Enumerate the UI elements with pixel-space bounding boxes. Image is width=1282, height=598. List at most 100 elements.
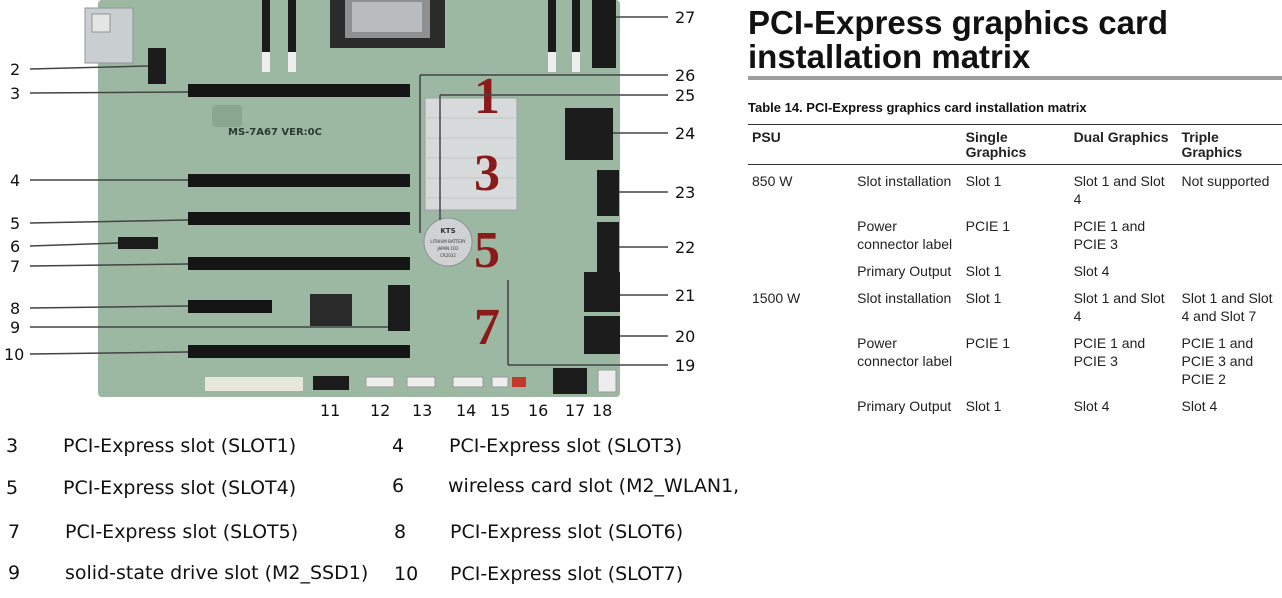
chipset-heatsink bbox=[424, 97, 518, 211]
slot-mark-7: 7 bbox=[474, 299, 500, 356]
row-label-cell: Primary Output bbox=[857, 263, 952, 279]
callout-21: 21 bbox=[675, 286, 695, 305]
callout-26: 26 bbox=[675, 66, 695, 85]
legend-text: PCI-Express slot (SLOT3) bbox=[449, 435, 683, 457]
callout-23: 23 bbox=[675, 183, 695, 202]
table-row: Primary Output Slot 1 Slot 4 Slot 4 bbox=[748, 390, 1282, 417]
single-graphics-cell: Slot 1 bbox=[965, 173, 1002, 189]
single-graphics-cell: PCIE 1 bbox=[965, 335, 1010, 351]
table-caption: Table 14. PCI-Express graphics card inst… bbox=[748, 100, 1087, 115]
column-header: Triple Graphics bbox=[1177, 124, 1282, 165]
callout-11: 11 bbox=[320, 401, 340, 420]
legend-text: PCI-Express slot (SLOT7) bbox=[450, 563, 684, 585]
legend-text: PCI-Express slot (SLOT6) bbox=[450, 521, 684, 543]
bottom-headers bbox=[205, 368, 617, 394]
dimm-slots bbox=[262, 0, 580, 72]
m2-ssd-slot bbox=[388, 285, 410, 331]
single-graphics-cell: Slot 1 bbox=[965, 290, 1002, 306]
dual-graphics-cell: PCIE 1 and PCIE 3 bbox=[1073, 218, 1146, 252]
table-row: Primary Output Slot 1 Slot 4 bbox=[748, 255, 1282, 282]
callout-22: 22 bbox=[675, 238, 695, 257]
legend-text: wireless card slot (M2_WLAN1, bbox=[448, 475, 740, 497]
board-model-label: MS-7A67 VER:0C bbox=[228, 127, 322, 138]
callout-12: 12 bbox=[370, 401, 390, 420]
psu-cell bbox=[748, 255, 853, 282]
callout-13: 13 bbox=[412, 401, 432, 420]
callout-17: 17 bbox=[565, 401, 585, 420]
power-connector-8pin bbox=[592, 0, 616, 68]
motherboard-board bbox=[98, 0, 620, 397]
callout-24: 24 bbox=[675, 124, 695, 143]
callout-9: 9 bbox=[10, 318, 20, 337]
legend-text: PCI-Express slot (SLOT5) bbox=[65, 521, 299, 543]
pcie-slot-1 bbox=[188, 84, 410, 97]
psu-cell: 850 W bbox=[752, 173, 793, 189]
legend-text: PCI-Express slot (SLOT1) bbox=[63, 435, 297, 457]
legend-text: PCI-Express slot (SLOT4) bbox=[63, 477, 297, 499]
callout-4: 4 bbox=[10, 171, 20, 190]
callout-19: 19 bbox=[675, 356, 695, 375]
pcie-slot-5 bbox=[188, 257, 410, 270]
right-connectors bbox=[565, 108, 620, 354]
triple-graphics-cell: Slot 4 bbox=[1181, 398, 1218, 414]
dual-graphics-cell: Slot 1 and Slot 4 bbox=[1073, 173, 1165, 207]
single-graphics-cell: PCIE 1 bbox=[965, 218, 1010, 234]
board-logo bbox=[212, 105, 242, 127]
svg-text:LITHIUM BATTERY: LITHIUM BATTERY bbox=[430, 239, 466, 244]
pcie-slots bbox=[188, 84, 410, 358]
triple-graphics-cell: Not supported bbox=[1181, 173, 1270, 189]
callout-8: 8 bbox=[10, 299, 20, 318]
table-header-row: PSU Single Graphics Dual Graphics Triple… bbox=[748, 124, 1282, 165]
table-row: 1500 W Slot installation Slot 1 Slot 1 a… bbox=[748, 282, 1282, 327]
slot-mark-1: 1 bbox=[474, 68, 500, 125]
table-row: 850 W Slot installation Slot 1 Slot 1 an… bbox=[748, 165, 1282, 211]
slot-mark-3: 3 bbox=[474, 145, 500, 202]
callout-27: 27 bbox=[675, 8, 695, 27]
pcie-slot-7 bbox=[188, 345, 410, 358]
single-graphics-cell: Slot 1 bbox=[965, 398, 1002, 414]
row-label-cell: Primary Output bbox=[857, 398, 952, 414]
triple-graphics-cell bbox=[1178, 210, 1282, 255]
dual-graphics-cell: Slot 4 bbox=[1073, 263, 1110, 279]
column-header: Single Graphics bbox=[961, 124, 1070, 165]
slot-mark-5: 5 bbox=[474, 222, 500, 279]
row-label-cell: Power connector label bbox=[857, 218, 953, 252]
callout-18: 18 bbox=[592, 401, 612, 420]
cmos-battery: KTS LITHIUM BATTERY JAPAN CR2 CR2032 bbox=[423, 217, 473, 267]
triple-graphics-cell bbox=[1178, 255, 1282, 282]
cpu-socket bbox=[330, 0, 445, 48]
psu-cell bbox=[748, 210, 853, 255]
row-label-cell: Slot installation bbox=[857, 290, 952, 306]
pcie-slot-4 bbox=[188, 212, 410, 225]
title-divider bbox=[748, 76, 1282, 80]
page-title: PCI-Express graphics card installation m… bbox=[748, 4, 1169, 75]
dual-graphics-cell: PCIE 1 and PCIE 3 bbox=[1073, 335, 1146, 369]
callout-7: 7 bbox=[10, 257, 20, 276]
io-chip bbox=[310, 294, 352, 326]
column-header bbox=[853, 124, 962, 165]
pcie-slot-6 bbox=[188, 300, 272, 313]
installation-matrix-table: PSU Single Graphics Dual Graphics Triple… bbox=[748, 124, 1282, 417]
callout-16: 16 bbox=[528, 401, 548, 420]
table-row: Power connector label PCIE 1 PCIE 1 and … bbox=[748, 327, 1282, 390]
row-label-cell: Slot installation bbox=[857, 173, 952, 189]
single-graphics-cell: Slot 1 bbox=[965, 263, 1002, 279]
column-header: Dual Graphics bbox=[1069, 124, 1178, 165]
psu-cell: 1500 W bbox=[752, 290, 801, 306]
psu-cell bbox=[748, 327, 853, 390]
callout-25: 25 bbox=[675, 86, 695, 105]
m2-wlan-slot bbox=[118, 237, 158, 249]
audio-header bbox=[148, 48, 166, 84]
dual-graphics-cell: Slot 4 bbox=[1073, 398, 1110, 414]
pcie-slot-3 bbox=[188, 174, 410, 187]
psu-cell bbox=[748, 390, 853, 417]
io-port bbox=[91, 13, 111, 33]
svg-text:CR2032: CR2032 bbox=[440, 253, 456, 258]
callout-5: 5 bbox=[10, 214, 20, 233]
column-header: PSU bbox=[748, 124, 854, 165]
table-row: Power connector label PCIE 1 PCIE 1 and … bbox=[748, 210, 1282, 255]
callout-14: 14 bbox=[456, 401, 476, 420]
callout-2: 2 bbox=[10, 60, 20, 79]
callout-lines bbox=[29, 16, 668, 366]
svg-text:JAPAN CR2: JAPAN CR2 bbox=[436, 246, 459, 251]
